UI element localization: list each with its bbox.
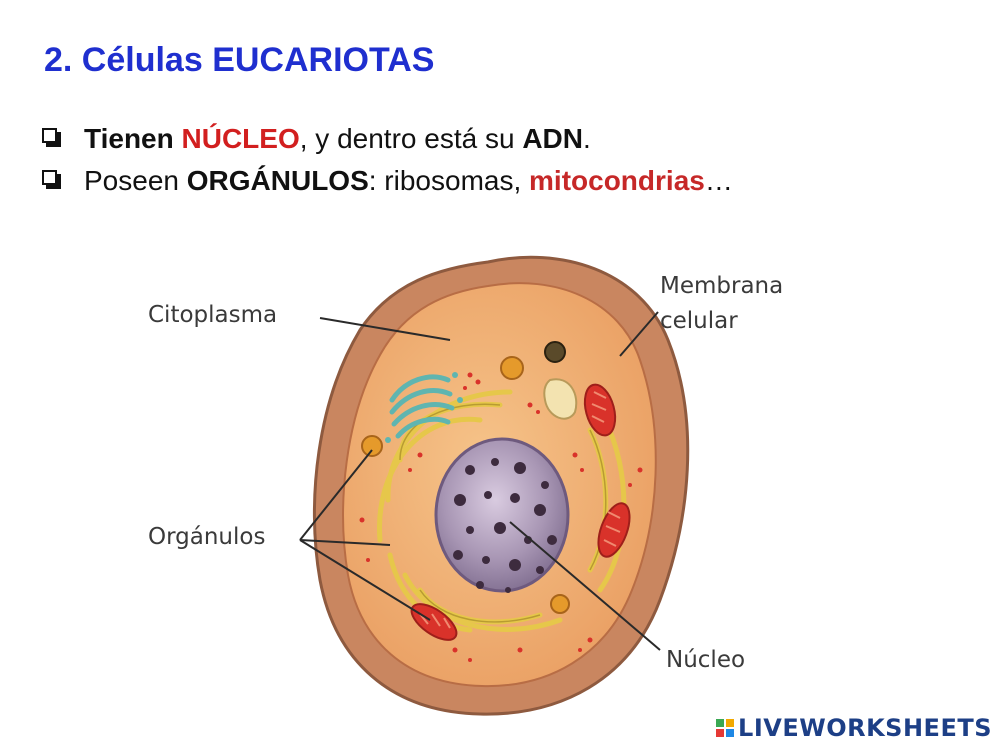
bullet-part: , y dentro está su xyxy=(299,123,523,154)
liveworksheets-logo: LIVEWORKSHEETS xyxy=(716,714,992,742)
vesicles xyxy=(361,341,578,614)
bullet-part: … xyxy=(704,165,733,196)
nucleus xyxy=(434,437,570,593)
bullet-part: Poseen xyxy=(84,165,187,196)
bullet-text: Poseen ORGÁNULOS: ribosomas, mitocondria… xyxy=(84,160,733,202)
bullet-item: Poseen ORGÁNULOS: ribosomas, mitocondria… xyxy=(42,160,733,202)
checkbox-bullet-icon xyxy=(42,170,64,192)
bullet-part: Tienen xyxy=(84,123,182,154)
bullet-list: Tienen NÚCLEO, y dentro está su ADN. Pos… xyxy=(42,118,733,202)
leader-lines xyxy=(299,311,661,651)
label-organulos: Orgánulos xyxy=(148,524,265,550)
bullet-text: Tienen NÚCLEO, y dentro está su ADN. xyxy=(84,118,591,160)
checkbox-bullet-icon xyxy=(42,128,64,150)
chromatin-dots xyxy=(453,458,557,593)
label-membrana-line2: celular xyxy=(660,308,738,334)
liveworksheets-logo-icon xyxy=(716,719,735,737)
bullet-part: . xyxy=(583,123,591,154)
bullet-part-highlight: mitocondrias xyxy=(529,165,705,196)
bullet-part-highlight: NÚCLEO xyxy=(181,123,300,154)
golgi-apparatus xyxy=(389,374,455,439)
ribosomes xyxy=(359,372,643,662)
label-citoplasma: Citoplasma xyxy=(148,302,277,328)
label-nucleo: Núcleo xyxy=(666,647,745,673)
mitochondria xyxy=(410,383,631,641)
page-title: 2. Células EUCARIOTAS xyxy=(44,41,435,79)
bullet-part: : ribosomas, xyxy=(368,165,530,196)
bullet-part: ADN xyxy=(522,123,583,154)
brand-text: LIVEWORKSHEETS xyxy=(738,714,992,742)
bullet-part: ORGÁNULOS xyxy=(186,165,369,196)
bullet-item: Tienen NÚCLEO, y dentro está su ADN. xyxy=(42,118,733,160)
label-membrana-line1: Membrana xyxy=(660,273,783,299)
